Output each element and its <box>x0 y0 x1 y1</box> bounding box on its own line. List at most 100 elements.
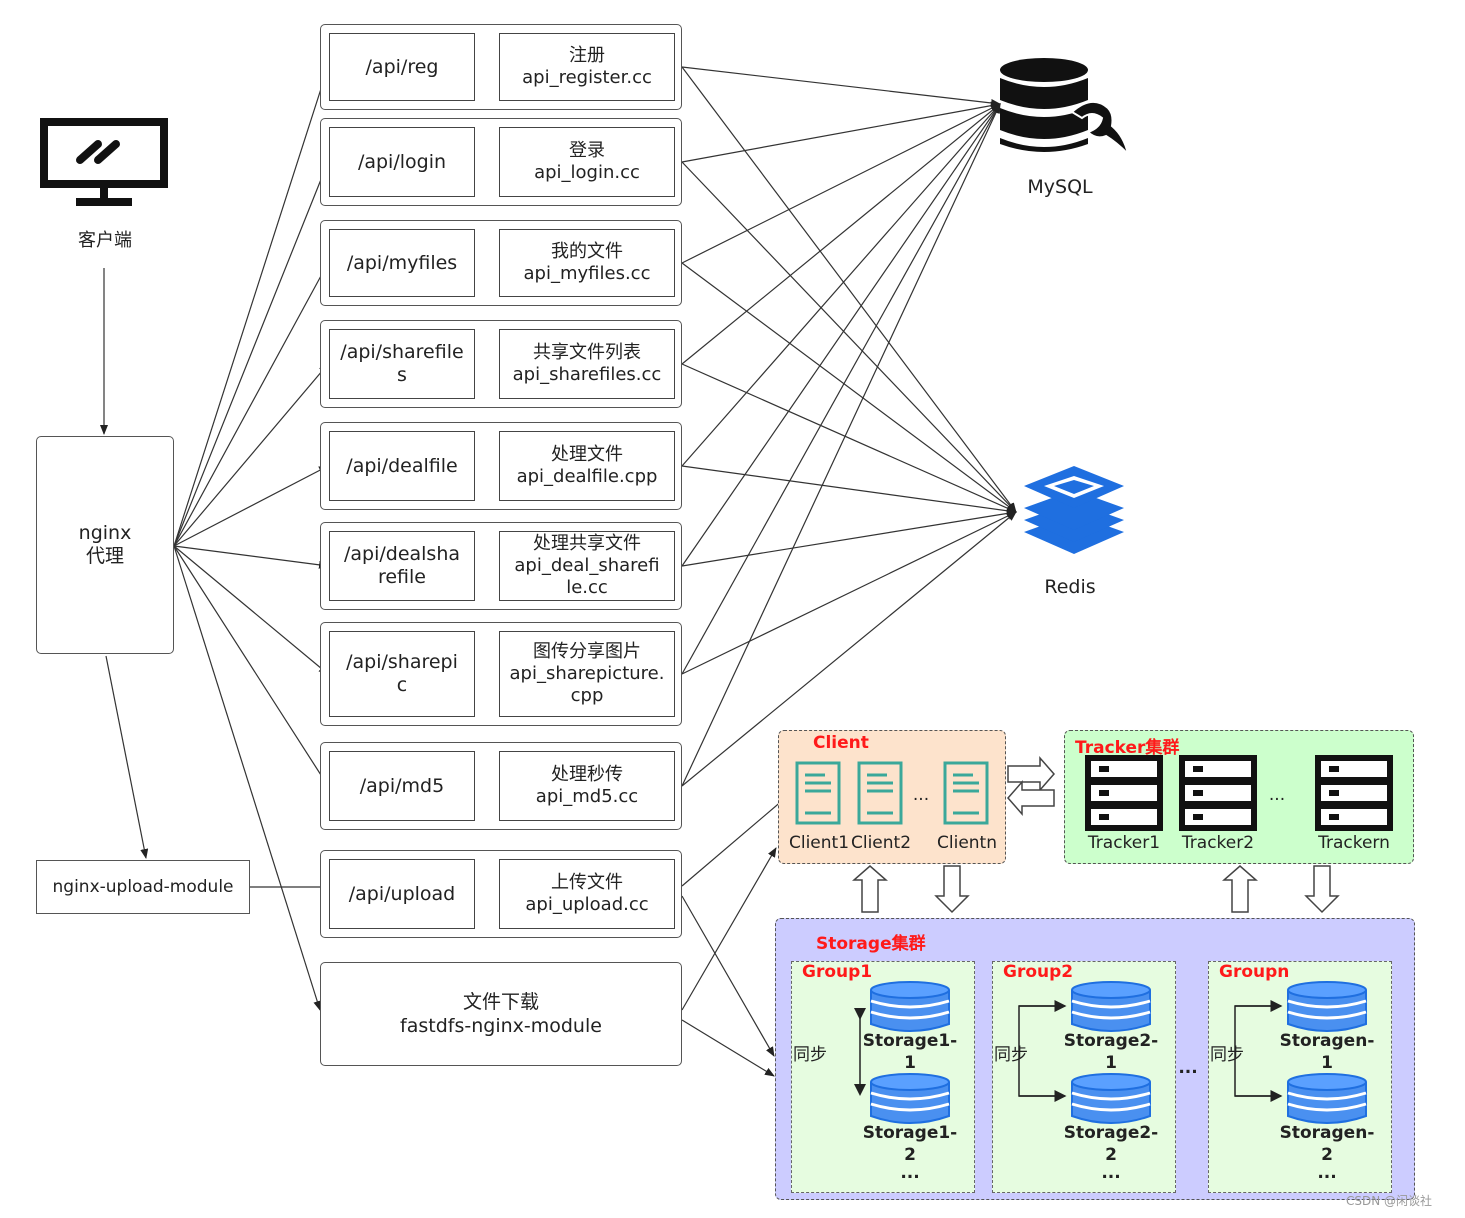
server-icon <box>795 761 841 825</box>
sync-arrow <box>854 1008 866 1096</box>
client-label: 客户端 <box>78 230 132 251</box>
server-icon <box>943 761 989 825</box>
route-handler-name-line1: 登录 <box>569 140 605 161</box>
rack-server-icon <box>1085 755 1163 831</box>
rack-server-icon <box>1315 755 1393 831</box>
storage-group-title: Group2 <box>1003 962 1074 982</box>
route-path-box[interactable]: /api/sharefile s <box>329 329 475 399</box>
storage-node-label: Storage2- 2 <box>1063 1123 1159 1165</box>
route-handler-name-line2: api_login.cc <box>534 162 640 183</box>
monitor-icon <box>40 118 168 206</box>
client-cluster-title: Client <box>813 733 869 753</box>
download-title: 文件下载 <box>462 991 539 1013</box>
route-handler-name-line1: 共享文件列表 <box>533 342 641 363</box>
storage-group-title: Groupn <box>1219 962 1290 982</box>
route-handler-name-line2: api_myfiles.cc <box>523 263 651 284</box>
storage-disk-icon <box>1287 1073 1367 1124</box>
download-box[interactable]: 文件下载 fastdfs-nginx-module <box>320 962 682 1066</box>
storage-disk-icon <box>1071 1073 1151 1124</box>
mysql-label: MySQL <box>1027 176 1093 198</box>
tracker-item-label: Tracker2 <box>1181 833 1255 853</box>
route-handler-name-line3: le.cc <box>566 577 608 598</box>
fastdfs-nginx-module-label: fastdfs-nginx-module <box>400 1015 602 1037</box>
tracker-item-label: Trackern <box>1318 833 1390 853</box>
route-path-box[interactable]: /api/md5 <box>329 751 475 821</box>
storage-disk-icon <box>1287 981 1367 1032</box>
storage-more-ellipsis: ... <box>1317 1163 1337 1183</box>
route-path-box[interactable]: /api/dealfile <box>329 431 475 501</box>
redis-label: Redis <box>1044 576 1096 598</box>
storage-node-label: Storagen- 1 <box>1279 1031 1375 1073</box>
route-path-box[interactable]: /api/myfiles <box>329 229 475 297</box>
nginx-proxy-box[interactable]: nginx 代理 <box>36 436 174 654</box>
client-item-label: Clientn <box>937 833 997 853</box>
route-path-box[interactable]: /api/reg <box>329 33 475 101</box>
storage-more-ellipsis: ... <box>900 1163 920 1183</box>
nginx-upload-module-box[interactable]: nginx-upload-module <box>36 860 250 914</box>
route-handler-name-line1: 处理共享文件 <box>533 533 641 554</box>
route-handler-name-line2: api_md5.cc <box>535 786 639 807</box>
tracker-ellipsis: ... <box>1268 785 1286 805</box>
route-handler-name-line2: api_sharepicture. <box>509 663 665 684</box>
storage-cluster-title: Storage集群 <box>816 934 926 954</box>
route-path-box[interactable]: /api/upload <box>329 859 475 929</box>
storage-group: Group1 同步 Storage1- 1 Storage1- 2... <box>791 961 975 1193</box>
storage-node-label: Storage2- 1 <box>1063 1031 1159 1073</box>
route-handler-name-line2: api_dealfile.cpp <box>516 466 658 487</box>
route-handler-name-line1: 我的文件 <box>551 241 623 262</box>
route-handler-name-line1: 图传分享图片 <box>533 641 641 662</box>
storage-disk-icon <box>1071 981 1151 1032</box>
route-path-box[interactable]: /api/login <box>329 127 475 197</box>
storage-node-label: Storage1- 2 <box>862 1123 958 1165</box>
rack-server-icon <box>1179 755 1257 831</box>
route-handler-name-line1: 处理秒传 <box>551 764 623 785</box>
client-item-label: Client1 <box>788 833 850 853</box>
sync-arrow <box>1018 1000 1067 1102</box>
client-item-label: Client2 <box>850 833 912 853</box>
redis-icon <box>1024 466 1124 554</box>
server-icon <box>857 761 903 825</box>
nginx-upload-module-label: nginx-upload-module <box>52 877 234 897</box>
storage-disk-icon <box>870 981 950 1032</box>
nginx-proxy-label: 代理 <box>85 545 124 567</box>
storage-node-label: Storage1- 1 <box>862 1031 958 1073</box>
watermark: CSDN @闲谈社 <box>1346 1194 1433 1208</box>
route-path-box[interactable]: /api/dealsha refile <box>329 531 475 601</box>
storage-group-title: Group1 <box>802 962 873 982</box>
sync-label: 同步 <box>793 1045 827 1065</box>
tracker-cluster-title: Tracker集群 <box>1075 738 1180 758</box>
sync-arrow <box>1234 1000 1283 1102</box>
storage-cluster: Storage集群 Group1 同步 Storage1- 1 Storage1- 2… <box>775 918 1415 1200</box>
groups-ellipsis: ... <box>1178 1058 1198 1078</box>
route-path-box[interactable]: /api/sharepi c <box>329 631 475 717</box>
storage-node-label: Storagen- 2 <box>1279 1123 1375 1165</box>
route-handler-name-line2: api_upload.cc <box>525 894 649 915</box>
route-handler-name-line1: 上传文件 <box>551 872 623 893</box>
nginx-label: nginx <box>78 522 132 544</box>
storage-more-ellipsis: ... <box>1101 1163 1121 1183</box>
route-handler-name-line2: api_deal_sharefi <box>514 555 660 576</box>
